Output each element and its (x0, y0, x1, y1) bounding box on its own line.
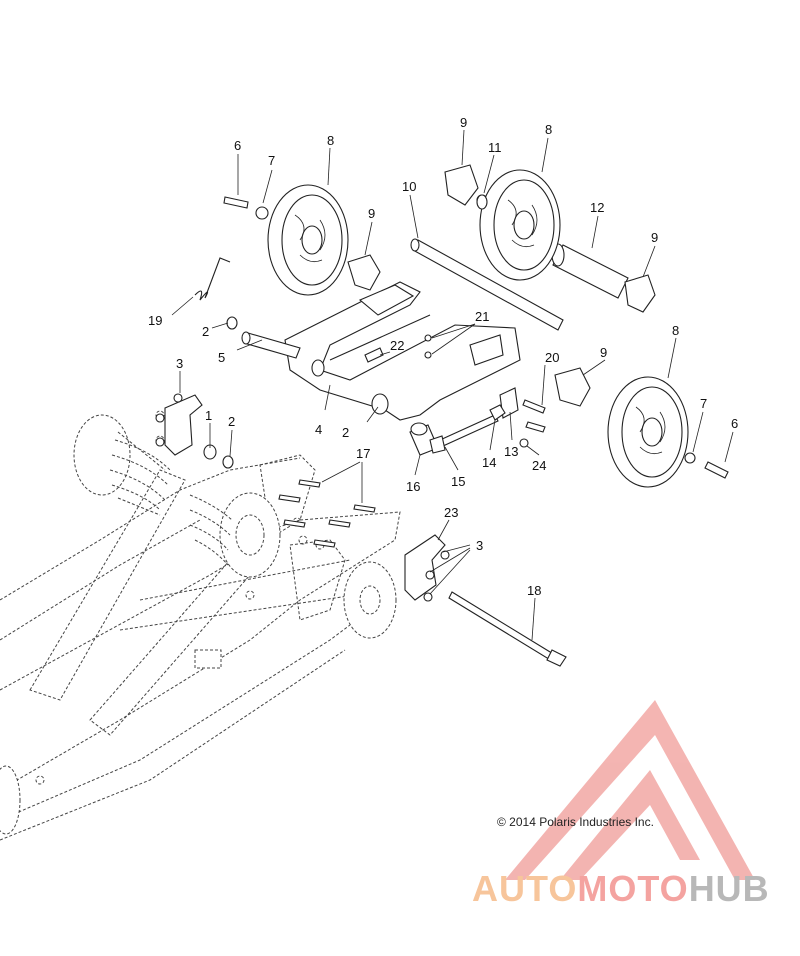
swing-arm (284, 281, 521, 421)
callout-9: 9 (460, 115, 467, 130)
callout-18: 18 (527, 583, 541, 598)
callout-8: 8 (327, 133, 334, 148)
nut (489, 404, 506, 421)
spring-clip (194, 257, 231, 301)
brand-part-moto: MOTO (577, 868, 689, 909)
bolts-17 (278, 479, 376, 548)
callout-8: 8 (672, 323, 679, 338)
callout-9: 9 (368, 206, 375, 221)
callout-8: 8 (545, 122, 552, 137)
wheel-bolt-lower (704, 461, 729, 479)
callout-10: 10 (402, 179, 416, 194)
callout-6: 6 (731, 416, 738, 431)
front-spring (73, 414, 171, 516)
callout-4: 4 (315, 422, 322, 437)
wheel-hub-2 (444, 164, 479, 206)
idler-wheel-lower-right (607, 376, 689, 488)
callout-9: 9 (600, 345, 607, 360)
bushing (409, 422, 439, 456)
wheel-hub-3 (624, 274, 656, 313)
copyright-notice: © 2014 Polaris Industries Inc. (497, 815, 654, 829)
o-ring (476, 194, 488, 210)
watermark-brand: AUTOMOTOHUB (472, 868, 770, 910)
callout-5: 5 (218, 350, 225, 365)
idler-wheel-upper-left (267, 184, 349, 296)
callout-24: 24 (532, 458, 546, 473)
callout-16: 16 (406, 479, 420, 494)
brand-part-hub: HUB (688, 868, 770, 909)
callout-2: 2 (202, 324, 209, 339)
callout-3: 3 (476, 538, 483, 553)
callout-13: 13 (504, 444, 518, 459)
callout-22: 22 (390, 338, 404, 353)
callout-7: 7 (700, 396, 707, 411)
wheel-hub-4 (554, 367, 591, 407)
front-lower-wheel (0, 765, 21, 835)
brand-part-auto: AUTO (472, 868, 578, 909)
callout-3: 3 (176, 356, 183, 371)
callout-20: 20 (545, 350, 559, 365)
background-idler-wheel (343, 561, 397, 639)
callout-14: 14 (482, 455, 496, 470)
pivot-shaft (241, 331, 301, 359)
leader-lines (171, 129, 734, 641)
axle-shaft (410, 238, 564, 331)
rear-suspension-frame (0, 410, 401, 841)
watermark-logo (505, 700, 755, 880)
callout-1: 1 (205, 408, 212, 423)
frame-bolts (35, 410, 325, 785)
long-bolt (448, 591, 567, 667)
left-bracket-plate (164, 394, 203, 456)
callout-labels: 1 2 2 2 3 3 4 5 6 6 7 7 8 8 8 9 9 9 9 10… (148, 115, 738, 598)
spacer-tube (551, 243, 629, 299)
callout-7: 7 (268, 153, 275, 168)
callout-2: 2 (228, 414, 235, 429)
callout-11: 11 (488, 140, 502, 155)
callout-23: 23 (444, 505, 458, 520)
callout-9: 9 (651, 230, 658, 245)
callout-2: 2 (342, 425, 349, 440)
callout-19: 19 (148, 313, 162, 328)
pivot-bolt (429, 414, 499, 454)
right-bracket-plate (404, 534, 446, 601)
rear-spring (189, 492, 281, 578)
wheel-hub-1 (347, 254, 381, 291)
callout-6: 6 (234, 138, 241, 153)
callout-17: 17 (356, 446, 370, 461)
wheel-bolt-upper (223, 196, 249, 209)
callout-21: 21 (475, 309, 489, 324)
idler-wheel-upper-right (479, 169, 561, 281)
callout-15: 15 (451, 474, 465, 489)
callout-12: 12 (590, 200, 604, 215)
